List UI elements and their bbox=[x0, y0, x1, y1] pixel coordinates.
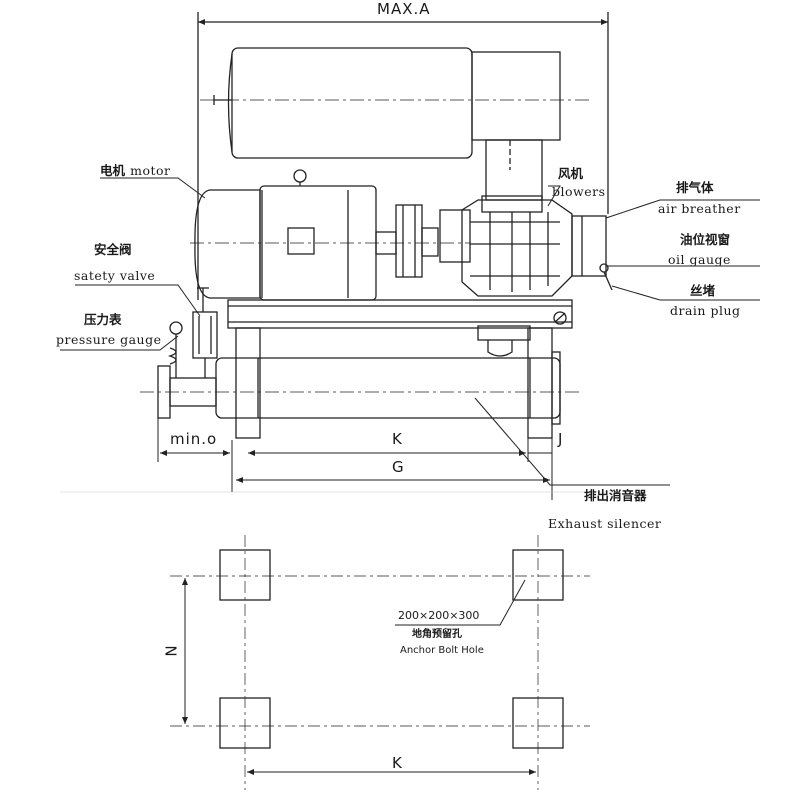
plan-centerlines bbox=[170, 535, 590, 790]
dim-label-min-o: min.o bbox=[170, 430, 218, 448]
motor bbox=[194, 169, 439, 301]
blower bbox=[439, 195, 613, 297]
callout-anchor-en: Anchor Bolt Hole bbox=[400, 645, 484, 656]
callout-drain-plug-cn: 丝堵 bbox=[690, 283, 716, 298]
dim-label-max-a: MAX.A bbox=[377, 0, 431, 18]
dim-lines-plan bbox=[182, 578, 536, 775]
callout-pressure-gauge-en: pressure gauge bbox=[56, 332, 162, 347]
callout-anchor-size: 200×200×300 bbox=[398, 609, 480, 622]
callout-motor-en: motor bbox=[130, 163, 171, 178]
callout-air-breather-cn: 排气体 bbox=[676, 180, 714, 195]
callout-air-breather-en: air breather bbox=[658, 201, 741, 216]
callout-exhaust-silencer-cn: 排出消音器 bbox=[584, 488, 647, 503]
top-cylinder bbox=[213, 47, 561, 201]
callout-drain-plug-en: drain plug bbox=[670, 303, 741, 318]
anchor-holes-plan bbox=[219, 549, 564, 749]
dim-lines-elevation bbox=[60, 418, 620, 500]
callout-motor-cn: 电机 bbox=[100, 163, 126, 178]
callout-blowers-cn: 风机 bbox=[558, 166, 584, 181]
callout-motor: 电机 motor bbox=[100, 162, 171, 178]
callout-safety-valve-cn: 安全阀 bbox=[94, 242, 132, 257]
callout-safety-valve-en: satety valve bbox=[74, 268, 156, 283]
dim-label-k-plan: K bbox=[392, 754, 403, 772]
callout-anchor-cn: 地角预留孔 bbox=[412, 629, 462, 640]
dim-max-a-line bbox=[197, 12, 609, 300]
callout-oil-gauge-en: oil gauge bbox=[668, 252, 731, 267]
safety-valve-assembly bbox=[167, 287, 218, 378]
exhaust-silencer-body bbox=[157, 327, 561, 439]
callout-pressure-gauge-cn: 压力表 bbox=[84, 312, 122, 327]
dim-label-k-elevation: K bbox=[392, 430, 403, 448]
dim-label-g: G bbox=[392, 458, 405, 476]
callout-blowers-en: blowers bbox=[552, 184, 606, 199]
callout-exhaust-silencer-en: Exhaust silencer bbox=[548, 516, 662, 531]
pressure-gauge-dial bbox=[169, 321, 183, 335]
leader-lines bbox=[60, 177, 760, 486]
base-frame bbox=[227, 299, 573, 357]
dim-label-j: J bbox=[558, 430, 564, 448]
dim-label-n: N bbox=[161, 645, 180, 658]
callout-oil-gauge-cn: 油位视窗 bbox=[680, 232, 731, 247]
